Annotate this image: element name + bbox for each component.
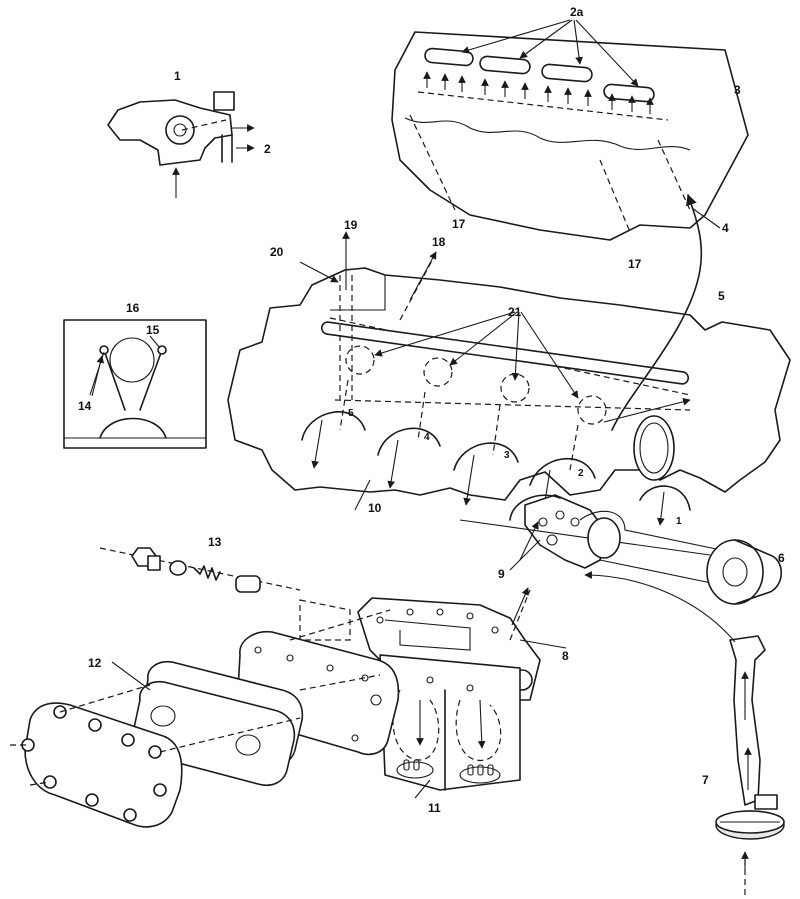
front-oil-passage bbox=[459, 494, 783, 605]
journal-3: 3 bbox=[504, 450, 510, 461]
spray-nozzle-inset bbox=[63, 319, 207, 449]
filter-adapter bbox=[299, 587, 541, 791]
engine-block bbox=[227, 193, 791, 526]
callout-19: 19 bbox=[344, 218, 358, 232]
journal-1: 1 bbox=[676, 516, 682, 527]
callout-7: 7 bbox=[702, 773, 709, 787]
journal-4: 4 bbox=[424, 432, 430, 443]
rocker-arm-detail bbox=[107, 91, 255, 198]
callout-17-right: 17 bbox=[628, 257, 642, 271]
journal-5: 5 bbox=[348, 408, 354, 419]
callout-15: 15 bbox=[146, 323, 160, 337]
oil-pickup bbox=[584, 571, 785, 895]
callout-3: 3 bbox=[734, 83, 741, 97]
leader-lines bbox=[89, 207, 721, 799]
callout-16: 16 bbox=[126, 301, 140, 315]
callout-18: 18 bbox=[432, 235, 446, 249]
callout-4: 4 bbox=[722, 221, 729, 235]
callout-2: 2 bbox=[264, 142, 271, 156]
callout-1: 1 bbox=[174, 69, 181, 83]
callout-20: 20 bbox=[270, 245, 284, 259]
callout-5: 5 bbox=[718, 289, 725, 303]
callout-12: 12 bbox=[88, 656, 102, 670]
callout-14: 14 bbox=[78, 399, 92, 413]
callout-8: 8 bbox=[562, 649, 569, 663]
journal-2: 2 bbox=[578, 468, 584, 479]
callout-labels: 1 2 2a 3 4 5 6 7 8 9 10 11 12 13 14 15 1… bbox=[78, 5, 785, 815]
callout-2a: 2a bbox=[570, 5, 584, 19]
callout-17-left: 17 bbox=[452, 217, 466, 231]
main-oil-gallery bbox=[320, 321, 690, 385]
relief-valve-parts bbox=[99, 547, 301, 593]
callout-13: 13 bbox=[208, 535, 222, 549]
oil-cooler-stack bbox=[10, 609, 400, 828]
callout-9: 9 bbox=[498, 567, 505, 581]
cylinder-head bbox=[391, 19, 749, 241]
callout-11: 11 bbox=[428, 801, 441, 815]
callout-21: 21 bbox=[508, 305, 522, 319]
front-bore bbox=[633, 415, 675, 481]
journal-labels: 1 2 3 4 5 bbox=[348, 408, 682, 527]
crankshaft-pulley bbox=[706, 539, 764, 605]
callout-6: 6 bbox=[778, 551, 785, 565]
callout-10: 10 bbox=[368, 501, 382, 515]
